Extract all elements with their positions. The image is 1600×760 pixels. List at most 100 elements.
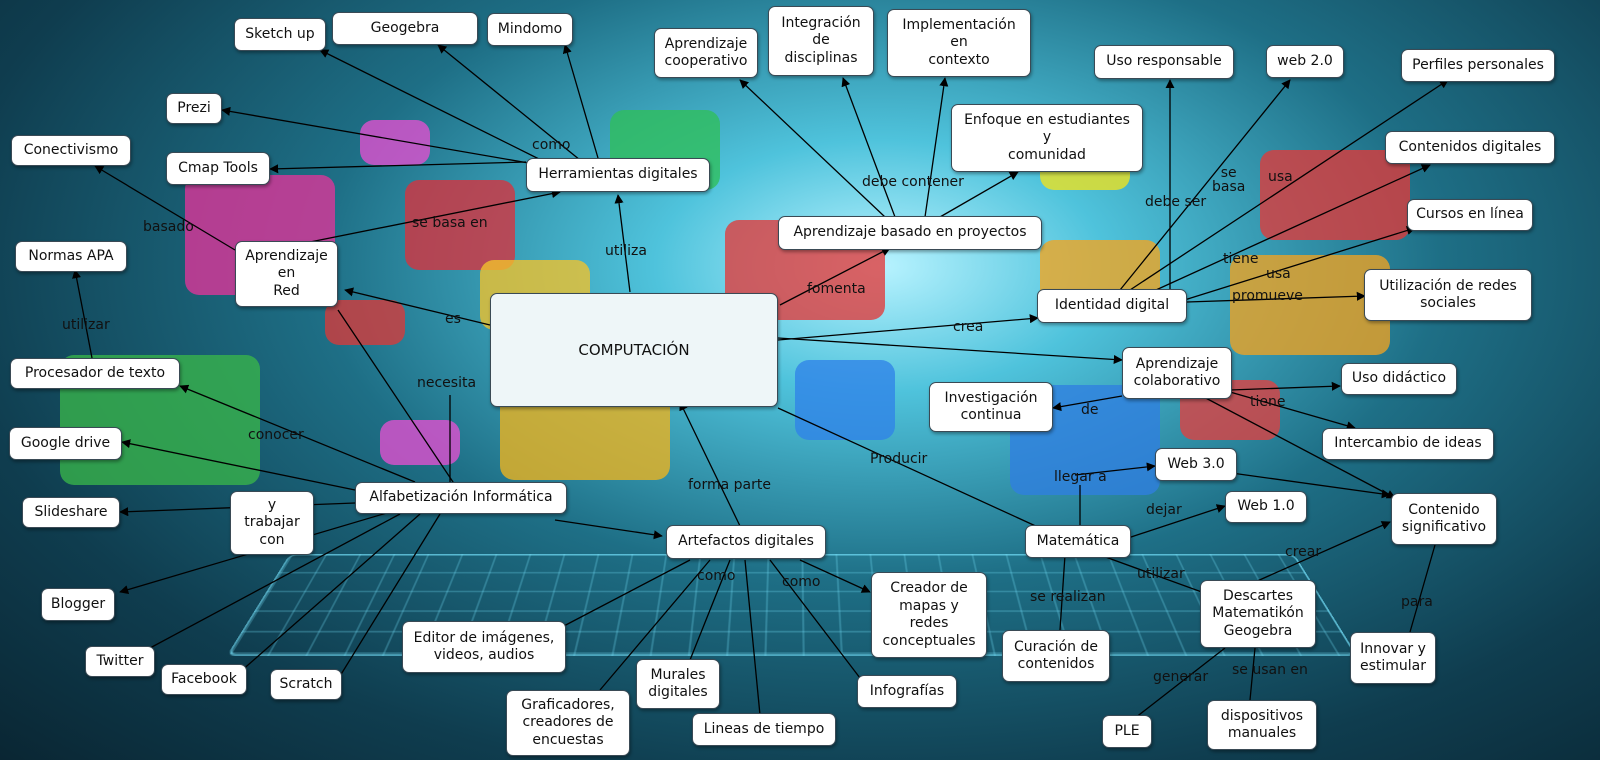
node-sketchup[interactable]: Sketch up	[234, 18, 326, 51]
root-node-computacion[interactable]: COMPUTACIÓN	[490, 293, 778, 407]
node-contenidos-digitales[interactable]: Contenidos digitales	[1385, 131, 1555, 164]
node-conectivismo[interactable]: Conectivismo	[11, 135, 131, 166]
node-prezi[interactable]: Prezi	[166, 93, 222, 124]
link-label: usa	[1266, 267, 1291, 281]
link	[1230, 392, 1355, 428]
link	[1410, 545, 1435, 632]
node-web-2-0[interactable]: web 2.0	[1266, 45, 1344, 78]
link-label: se basa en	[412, 216, 488, 230]
link	[680, 402, 740, 526]
link-label: llegar a	[1054, 470, 1107, 484]
node-dispositivos-manuales[interactable]: dispositivos manuales	[1207, 700, 1317, 750]
node-blogger[interactable]: Blogger	[41, 588, 115, 621]
link-label: dejar	[1146, 503, 1182, 517]
node-integracion-disciplinas[interactable]: Integración de disciplinas	[768, 6, 874, 76]
node-facebook[interactable]: Facebook	[161, 664, 247, 695]
link	[560, 560, 690, 628]
link-label: forma parte	[688, 478, 771, 492]
link-label: es	[445, 312, 461, 326]
link-label: promueve	[1232, 289, 1303, 303]
link	[745, 560, 760, 715]
node-editor-imagenes[interactable]: Editor de imágenes, videos, audios	[402, 621, 566, 673]
link-label: de	[1081, 403, 1099, 417]
node-geogebra[interactable]: Geogebra	[332, 12, 478, 45]
node-aprendizaje-colaborativo[interactable]: Aprendizaje colaborativo	[1122, 347, 1232, 399]
node-redes-sociales[interactable]: Utilización de redes sociales	[1364, 269, 1532, 321]
link-label: utiliza	[605, 244, 647, 258]
link	[320, 50, 545, 162]
node-scratch[interactable]: Scratch	[270, 669, 342, 700]
node-alfabetizacion-informatica[interactable]: Alfabetización Informática	[355, 482, 567, 514]
node-descartes-matematikon-geogebra[interactable]: Descartes Matematikón Geogebra	[1200, 580, 1316, 648]
link	[843, 78, 895, 217]
node-web-3-0[interactable]: Web 3.0	[1155, 448, 1237, 481]
link-label: se realizan	[1030, 590, 1106, 604]
link-label: para	[1401, 595, 1433, 609]
link-label: utilizar	[1137, 567, 1185, 581]
node-perfiles-personales[interactable]: Perfiles personales	[1401, 49, 1555, 82]
node-creador-de-mapas[interactable]: Creador de mapas y redes conceptuales	[871, 572, 987, 658]
link	[1230, 386, 1340, 390]
node-web-1-0[interactable]: Web 1.0	[1225, 491, 1307, 523]
link-label: crea	[953, 320, 983, 334]
link	[75, 270, 92, 358]
node-uso-responsable[interactable]: Uso responsable	[1094, 45, 1234, 79]
link-label: tiene	[1250, 395, 1285, 409]
node-matematica[interactable]: Matemática	[1025, 525, 1131, 558]
node-intercambio-de-ideas[interactable]: Intercambio de ideas	[1322, 428, 1494, 460]
node-curacion-contenidos[interactable]: Curación de contenidos	[1002, 630, 1110, 682]
link-label: conocer	[248, 428, 304, 442]
link	[338, 310, 455, 485]
node-procesador-de-texto[interactable]: Procesador de texto	[10, 358, 180, 389]
link	[555, 520, 662, 536]
node-herramientas-digitales[interactable]: Herramientas digitales	[526, 158, 710, 192]
link-label: como	[782, 575, 820, 589]
node-google-drive[interactable]: Google drive	[9, 427, 122, 460]
node-aprendizaje-basado-proyectos[interactable]: Aprendizaje basado en proyectos	[778, 216, 1042, 250]
link-label: utilizar	[62, 318, 110, 332]
link	[1255, 522, 1390, 582]
node-uso-didactico[interactable]: Uso didáctico	[1341, 363, 1457, 395]
node-y-trabajar-con[interactable]: y trabajar con	[230, 491, 314, 555]
link	[270, 162, 526, 169]
link-label: Producir	[870, 452, 927, 466]
node-murales-digitales[interactable]: Murales digitales	[636, 659, 720, 709]
node-slideshare[interactable]: Slideshare	[22, 497, 120, 528]
node-normas-apa[interactable]: Normas APA	[15, 241, 127, 272]
link	[1130, 80, 1448, 290]
node-twitter[interactable]: Twitter	[85, 646, 155, 677]
link	[778, 318, 1038, 340]
node-aprendizaje-en-red[interactable]: Aprendizaje en Red	[235, 241, 338, 307]
node-aprendizaje-cooperativo[interactable]: Aprendizaje cooperativo	[654, 28, 758, 78]
link	[925, 78, 945, 217]
link	[122, 442, 355, 490]
link-label: como	[532, 138, 570, 152]
node-graficadores[interactable]: Graficadores, creadores de encuestas	[506, 690, 630, 756]
node-cmap-tools[interactable]: Cmap Tools	[166, 152, 270, 185]
node-contenido-significativo[interactable]: Contenido significativo	[1391, 493, 1497, 545]
link	[1120, 80, 1290, 290]
link-label: como	[697, 569, 735, 583]
link-label: crear	[1285, 545, 1321, 559]
link	[740, 80, 885, 217]
node-lineas-de-tiempo[interactable]: Lineas de tiempo	[692, 713, 836, 746]
link-label: necesita	[417, 376, 476, 390]
node-identidad-digital[interactable]: Identidad digital	[1037, 289, 1187, 323]
node-innovar-estimular[interactable]: Innovar y estimular	[1350, 632, 1436, 684]
link-label: generar	[1153, 670, 1208, 684]
link-label: debe ser	[1145, 195, 1206, 209]
node-artefactos-digitales[interactable]: Artefactos digitales	[666, 525, 826, 559]
node-ple[interactable]: PLE	[1102, 715, 1152, 748]
node-infografias[interactable]: Infografías	[857, 675, 957, 708]
link-label: basado	[143, 220, 194, 234]
link-label: tiene	[1223, 252, 1258, 266]
node-investigacion-continua[interactable]: Investigación continua	[929, 382, 1053, 432]
link-label: se usan en	[1232, 663, 1308, 677]
node-mindomo[interactable]: Mindomo	[487, 13, 573, 46]
node-cursos-en-linea[interactable]: Cursos en línea	[1407, 199, 1533, 231]
link	[345, 290, 490, 325]
link	[778, 338, 1122, 360]
node-implementacion-contexto[interactable]: Implementación en contexto	[887, 9, 1031, 77]
link-label: debe contener	[862, 175, 964, 189]
node-enfoque-estudiantes[interactable]: Enfoque en estudiantes y comunidad	[951, 104, 1143, 172]
